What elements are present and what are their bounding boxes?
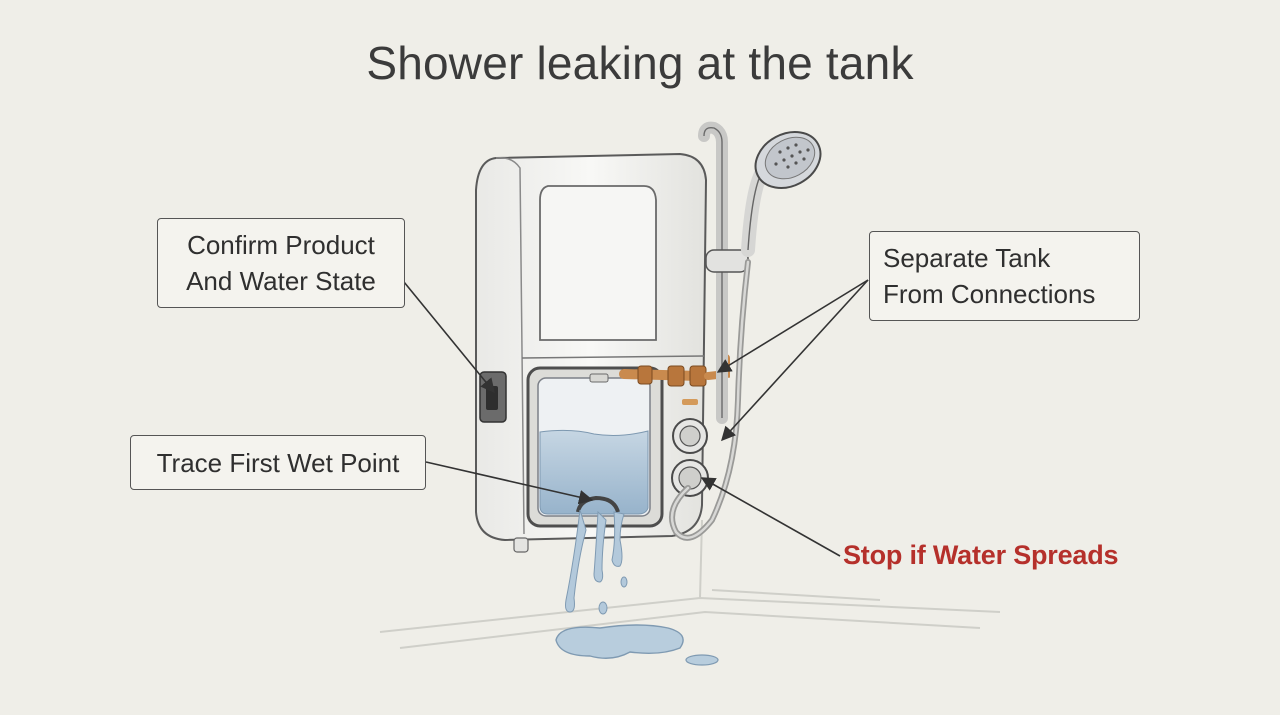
- shower-rail-icon: [698, 121, 749, 424]
- callout-confirm-product: Confirm Product And Water State: [157, 218, 405, 308]
- warning-stop-label: Stop if Water Spreads: [843, 540, 1119, 570]
- control-knob-icon: [672, 418, 708, 454]
- callout-arrows: [403, 279, 869, 557]
- callout-confirm-line2: And Water State: [186, 266, 376, 296]
- floor-lines: [379, 519, 1001, 649]
- water-heater-icon: [475, 152, 709, 553]
- callout-trace-label: Trace First Wet Point: [156, 447, 400, 478]
- shower-head-icon: [741, 131, 822, 257]
- arrow-separate-hose: [721, 279, 869, 442]
- arrow-trace: [425, 461, 594, 505]
- callout-trace-wet-point: Trace First Wet Point: [130, 435, 426, 490]
- callout-confirm-line1: Confirm Product: [187, 230, 375, 260]
- arrow-separate-pipe: [716, 279, 869, 373]
- water-puddle-icon: [555, 509, 719, 666]
- callout-separate-tank: Separate Tank From Connections: [869, 231, 1140, 321]
- arrow-confirm: [403, 281, 495, 394]
- arrow-warning: [700, 477, 841, 557]
- callout-separate-line2: From Connections: [883, 279, 1096, 309]
- page-title: Shower leaking at the tank: [366, 37, 914, 89]
- callout-separate-line1: Separate Tank: [883, 243, 1051, 273]
